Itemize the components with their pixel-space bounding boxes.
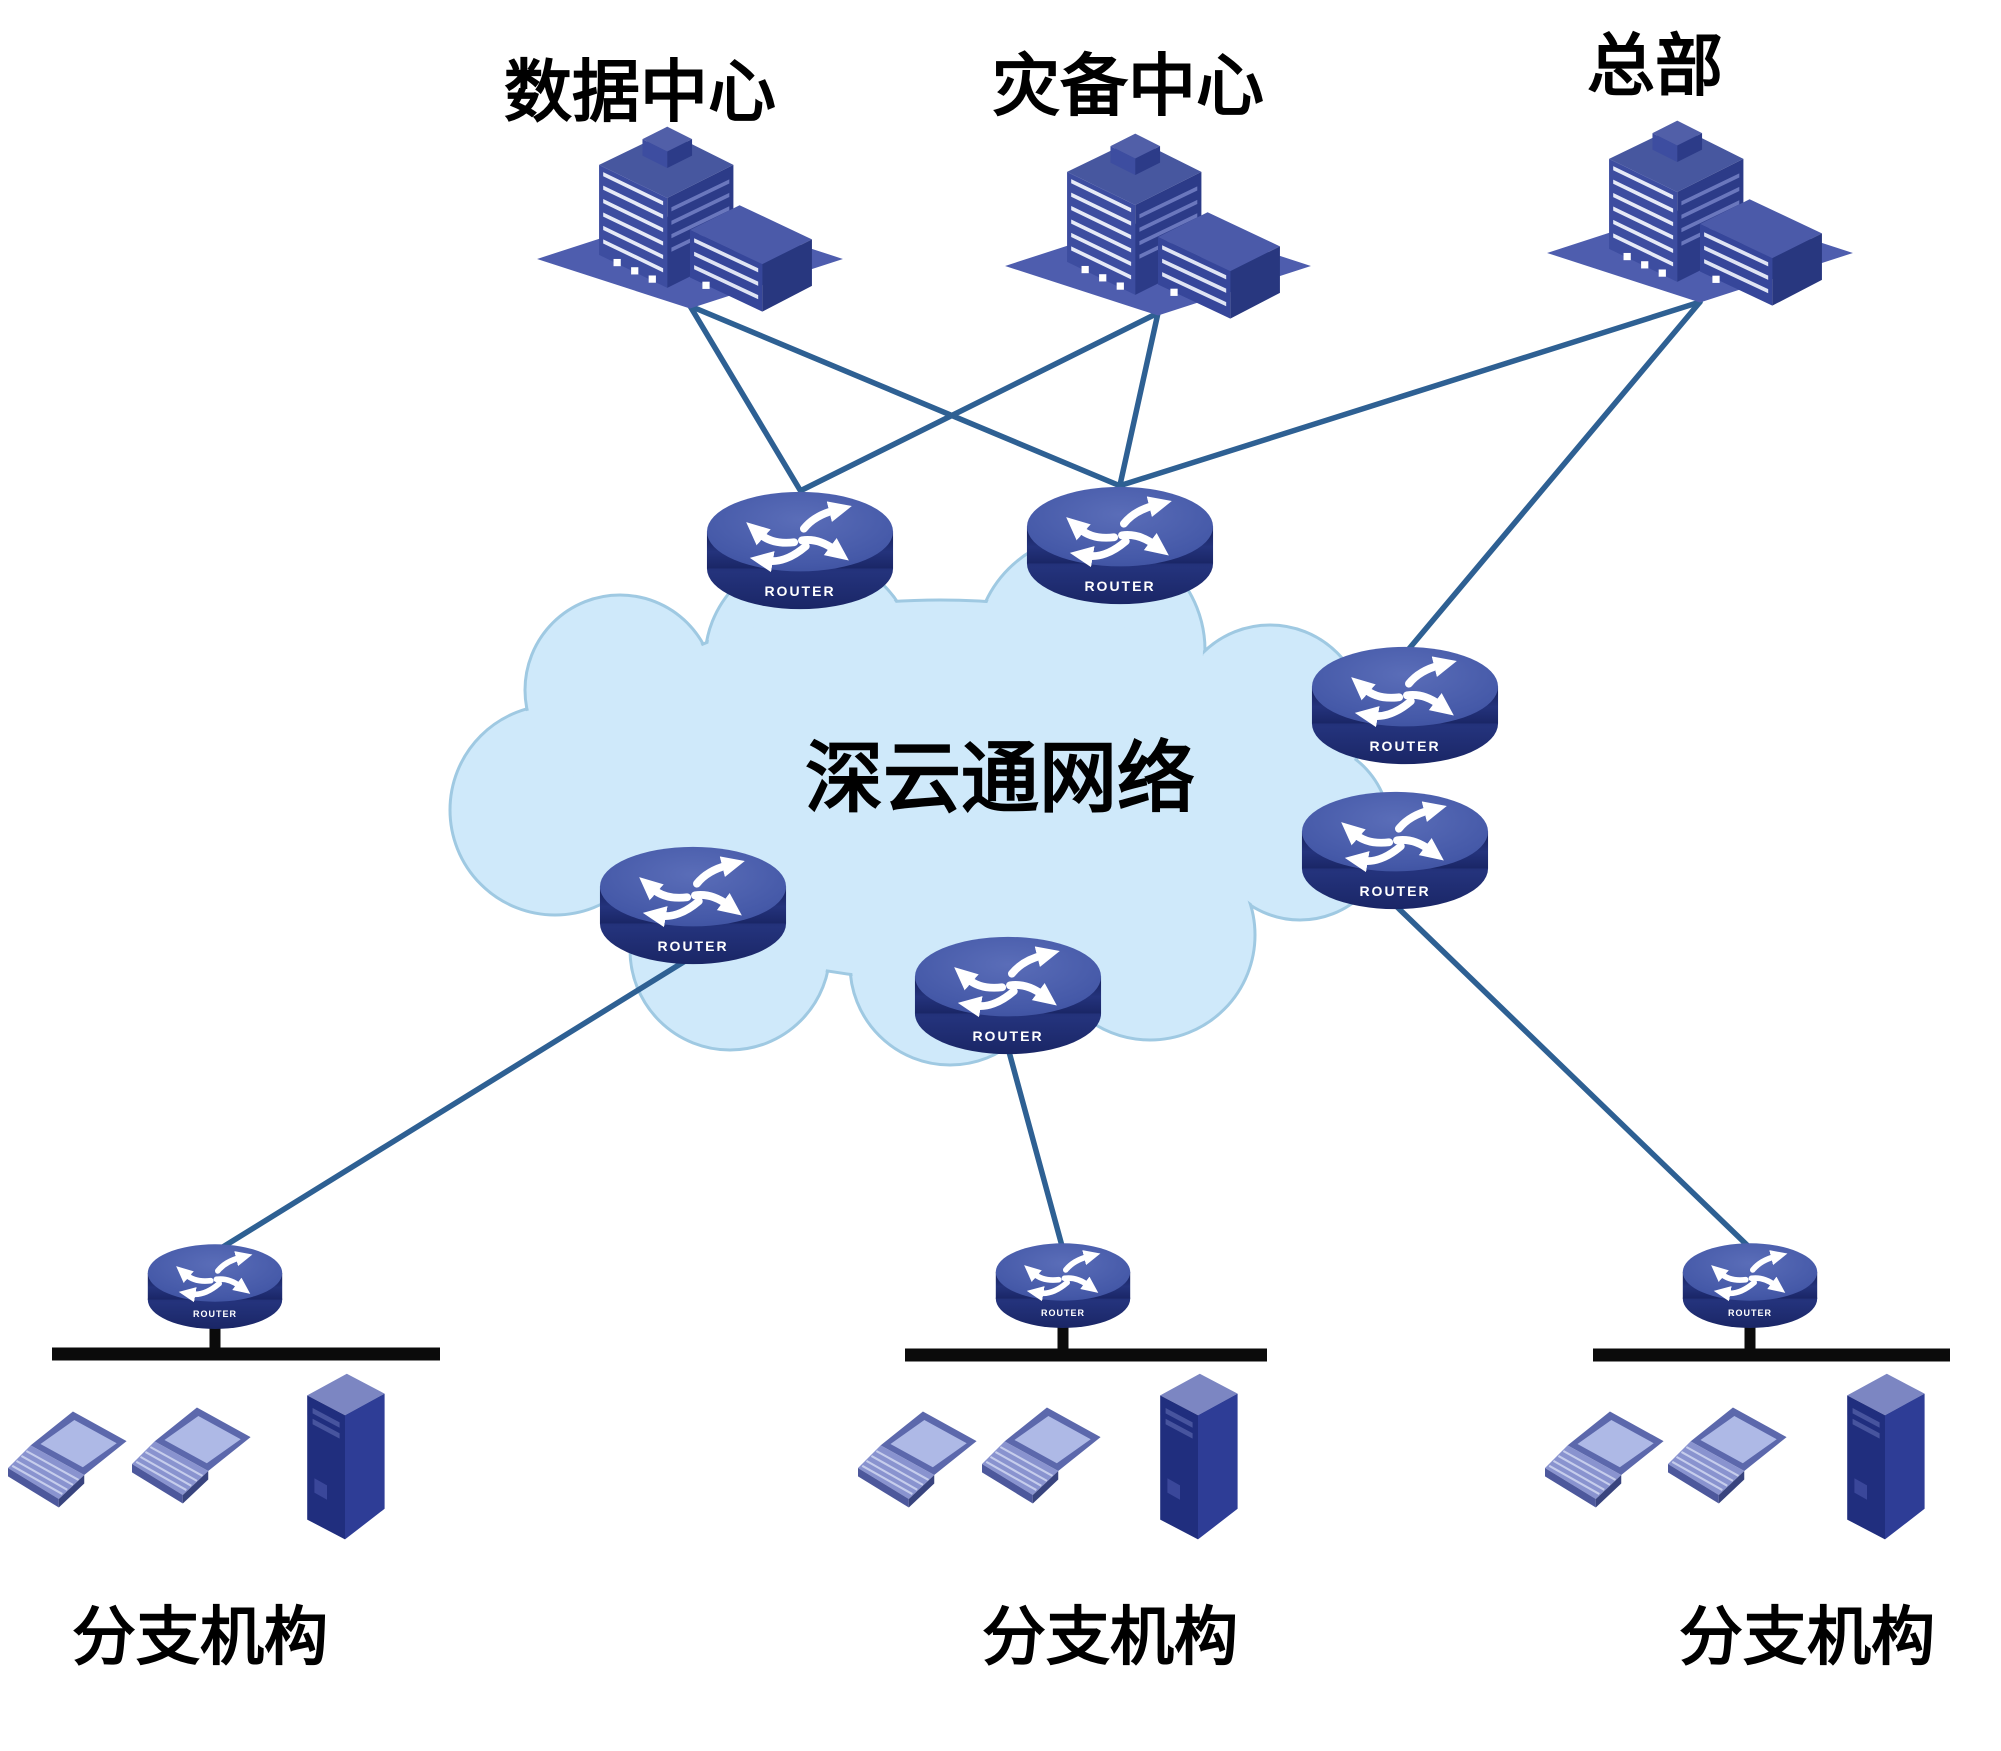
- router-word: ROUTER: [1041, 1308, 1085, 1319]
- laptop-icon: [1545, 1410, 1665, 1516]
- core-router-icon-6: ROUTER: [911, 933, 1105, 1059]
- router-word: ROUTER: [972, 1027, 1044, 1044]
- site-label-disaster-recovery: 灾备中心: [991, 48, 1265, 125]
- server-tower-icon: [1822, 1372, 1930, 1552]
- router-word: ROUTER: [193, 1309, 237, 1320]
- wan-link: [1119, 299, 1703, 488]
- router-word: ROUTER: [1728, 1308, 1772, 1319]
- laptop-icon: [982, 1406, 1102, 1512]
- core-router-icon-3: ROUTER: [1308, 643, 1502, 769]
- router-word: ROUTER: [1084, 577, 1156, 594]
- branch-router-icon-1: ROUTER: [145, 1241, 285, 1333]
- wan-link: [799, 310, 1161, 493]
- cloud-label: 深云通网络: [804, 734, 1196, 822]
- branch-router-icon-3: ROUTER: [1680, 1240, 1820, 1332]
- branch-router-icon-2: ROUTER: [993, 1240, 1133, 1332]
- router-word: ROUTER: [764, 582, 836, 599]
- wan-link: [687, 303, 803, 493]
- branch-label-2: 分支机构: [982, 1601, 1238, 1673]
- site-label-data-center: 数据中心: [503, 54, 777, 131]
- laptop-icon: [8, 1410, 128, 1516]
- wan-link: [687, 303, 1121, 488]
- router-word: ROUTER: [1359, 882, 1431, 899]
- laptop-icon: [858, 1410, 978, 1516]
- disaster-recovery-building-icon: [1003, 115, 1313, 327]
- branch-label-1: 分支机构: [72, 1601, 328, 1673]
- wan-link: [1405, 299, 1703, 653]
- server-tower-icon: [1135, 1372, 1243, 1552]
- headquarters-building-icon: [1545, 102, 1855, 314]
- wan-link: [1390, 900, 1751, 1249]
- core-router-icon-1: ROUTER: [703, 488, 897, 614]
- router-word: ROUTER: [1369, 737, 1441, 754]
- core-router-icon-4: ROUTER: [1298, 788, 1492, 914]
- data-center-building-icon: [535, 108, 845, 320]
- router-word: ROUTER: [657, 937, 729, 954]
- branch-label-3: 分支机构: [1679, 1601, 1935, 1673]
- wan-link: [1005, 1045, 1065, 1249]
- site-label-headquarters: 总部: [1586, 28, 1724, 105]
- wan-link: [215, 955, 693, 1253]
- server-tower-icon: [282, 1372, 390, 1552]
- core-router-icon-2: ROUTER: [1023, 483, 1217, 609]
- core-router-icon-5: ROUTER: [596, 843, 790, 969]
- laptop-icon: [1668, 1406, 1788, 1512]
- laptop-icon: [132, 1406, 252, 1512]
- wan-link: [1117, 310, 1161, 488]
